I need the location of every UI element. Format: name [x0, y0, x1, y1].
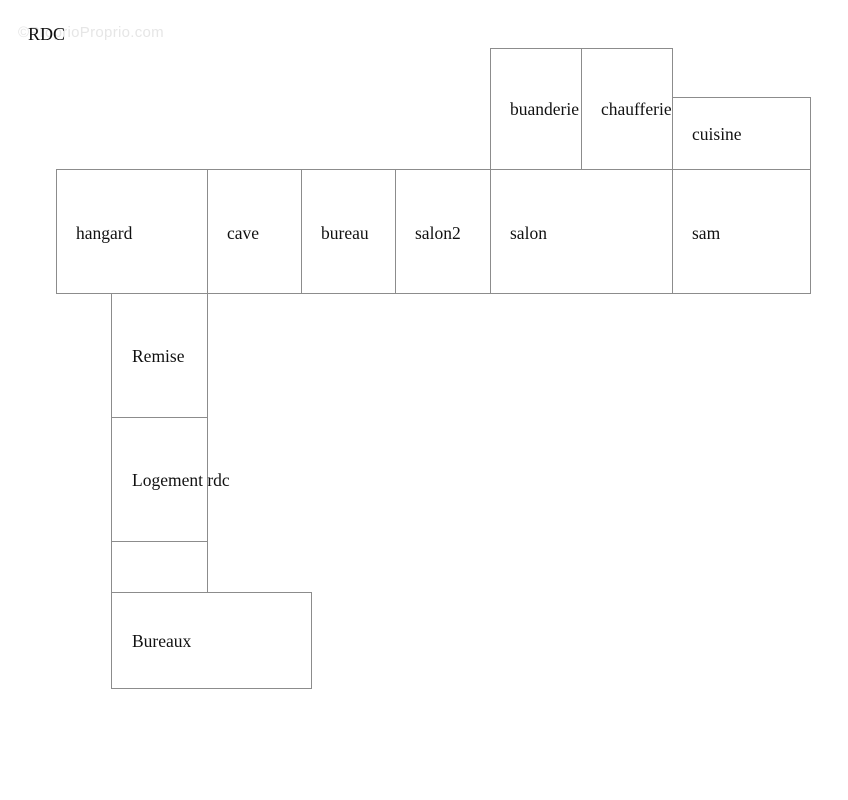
label-chaufferie: chaufferie	[601, 99, 672, 119]
label-buanderie: buanderie	[510, 99, 579, 119]
label-salon2: salon2	[415, 223, 461, 243]
label-salon: salon	[510, 223, 547, 243]
label-cave: cave	[227, 223, 260, 243]
room-bureaux	[111, 592, 312, 689]
label-sam: sam	[692, 223, 721, 243]
label-cuisine: cuisine	[692, 124, 742, 144]
label-logement-rdc: Logement rdc	[132, 470, 230, 490]
label-bureau: bureau	[321, 223, 369, 243]
plan-title: RDC	[28, 24, 66, 44]
room-sam	[672, 169, 811, 294]
watermark-text: ©ProprioProprio.com	[18, 24, 164, 41]
room-unlabeled-strip	[111, 541, 208, 593]
label-bureaux: Bureaux	[132, 631, 192, 651]
label-hangard: hangard	[76, 223, 133, 243]
label-remise: Remise	[132, 346, 185, 366]
